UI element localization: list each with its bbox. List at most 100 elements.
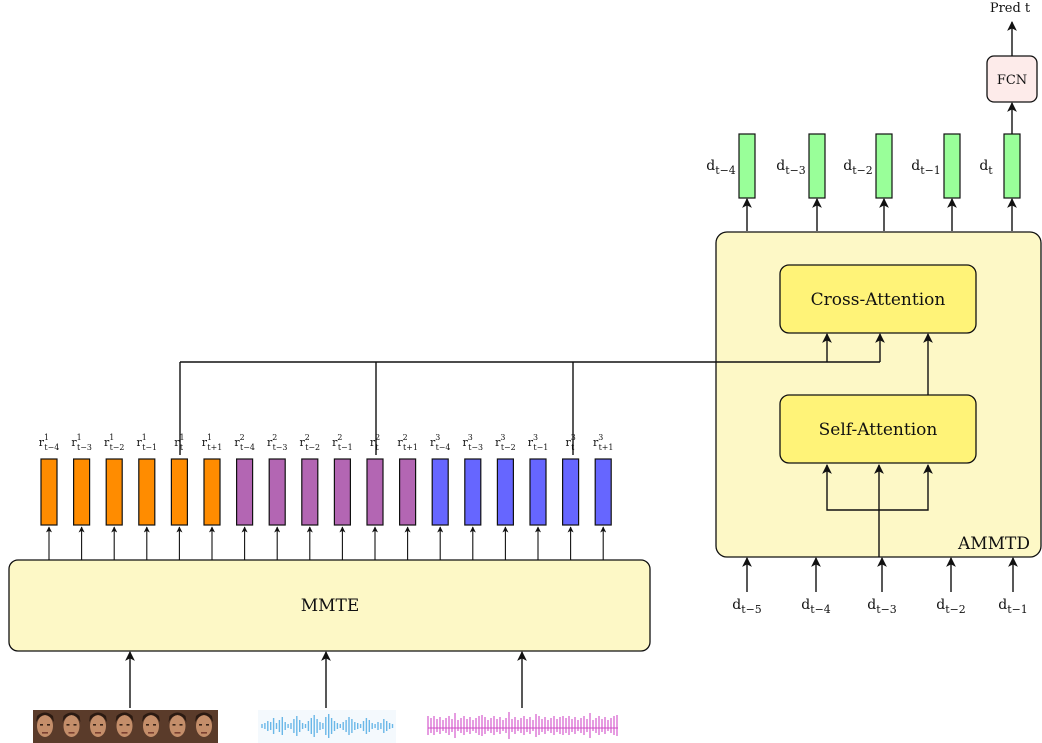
decoder-output-bar [943,133,961,199]
representation-bar [496,458,514,526]
mmte-label: MMTE [301,596,360,616]
decoder-output-label: dt−3 [776,158,805,177]
representation-bar [399,458,417,526]
decoder-input-label: dt−3 [867,597,896,616]
decoder-output-label: dt [979,158,993,177]
self-attention-box [779,394,977,464]
representation-bar [72,458,91,526]
decoder-input-t−2: dt−2 [936,557,966,616]
decoder-input-label: dt−5 [732,597,761,616]
representation-bar [203,458,221,526]
mmte-box [8,559,651,652]
cross-attention-box [779,264,977,334]
representation-bar [40,458,58,526]
representation-bar [529,458,547,526]
decoder-output-t−1: dt−1 [911,133,961,231]
decoder-output-label: dt−4 [706,158,735,177]
representation-bar [366,458,384,526]
decoder-output-bar [738,133,756,199]
representation-bar [105,458,123,526]
representation-bar [333,458,351,526]
fcn-label: FCN [997,73,1027,88]
decoder-input-label: dt−2 [936,597,965,616]
representation-bar [236,458,254,526]
representation-bar [464,458,482,526]
decoder-outputs: dt−4 dt−3 dt−2 dt−1 dt [706,133,1021,231]
decoder-inputs: dt−5 dt−4 dt−3 dt−2 dt−1 [732,557,1028,616]
decoder-wiring [822,333,933,557]
cross-attention-label: Cross-Attention [811,290,946,310]
decoder-output-bar [808,133,826,199]
decoder-output-t: dt [979,133,1021,231]
representation-bar [138,458,156,526]
decoder-output-label: dt−2 [843,158,872,177]
decoder-input-label: dt−4 [801,597,830,616]
representation-bar [431,458,449,526]
representation-bar [301,458,319,526]
fcn-block: FCN Pred t [986,1,1038,134]
decoder-output-label: dt−1 [911,158,940,177]
decoder-output-t−3: dt−3 [776,133,826,231]
representation-bar [170,458,188,526]
decoder-output-t−4: dt−4 [706,133,756,231]
ammtd-label: AMMTD [957,534,1030,554]
decoder-input-t−1: dt−1 [998,557,1028,616]
decoder-output-bar [1003,133,1021,199]
mmte-input-arrows [125,651,527,708]
audio-waveform-icon [258,710,396,743]
self-attention-block: Self-Attention [779,394,977,464]
representation-bar [594,458,612,526]
mmte-block: MMTE [8,559,651,652]
decoder-input-t−3: dt−3 [867,557,897,616]
encoder-decoder-wiring [179,333,885,455]
representation-bar [268,458,286,526]
signal-waveform-icon [427,712,618,739]
self-attention-label: Self-Attention [819,420,938,440]
video-frames-icon [33,710,218,743]
decoder-output-bar [875,133,893,199]
decoder-input-t−4: dt−4 [801,557,831,616]
decoder-input-label: dt−1 [998,597,1027,616]
representation-bar [561,458,580,526]
decoder-input-t−5: dt−5 [732,557,762,616]
decoder-output-t−2: dt−2 [843,133,893,231]
